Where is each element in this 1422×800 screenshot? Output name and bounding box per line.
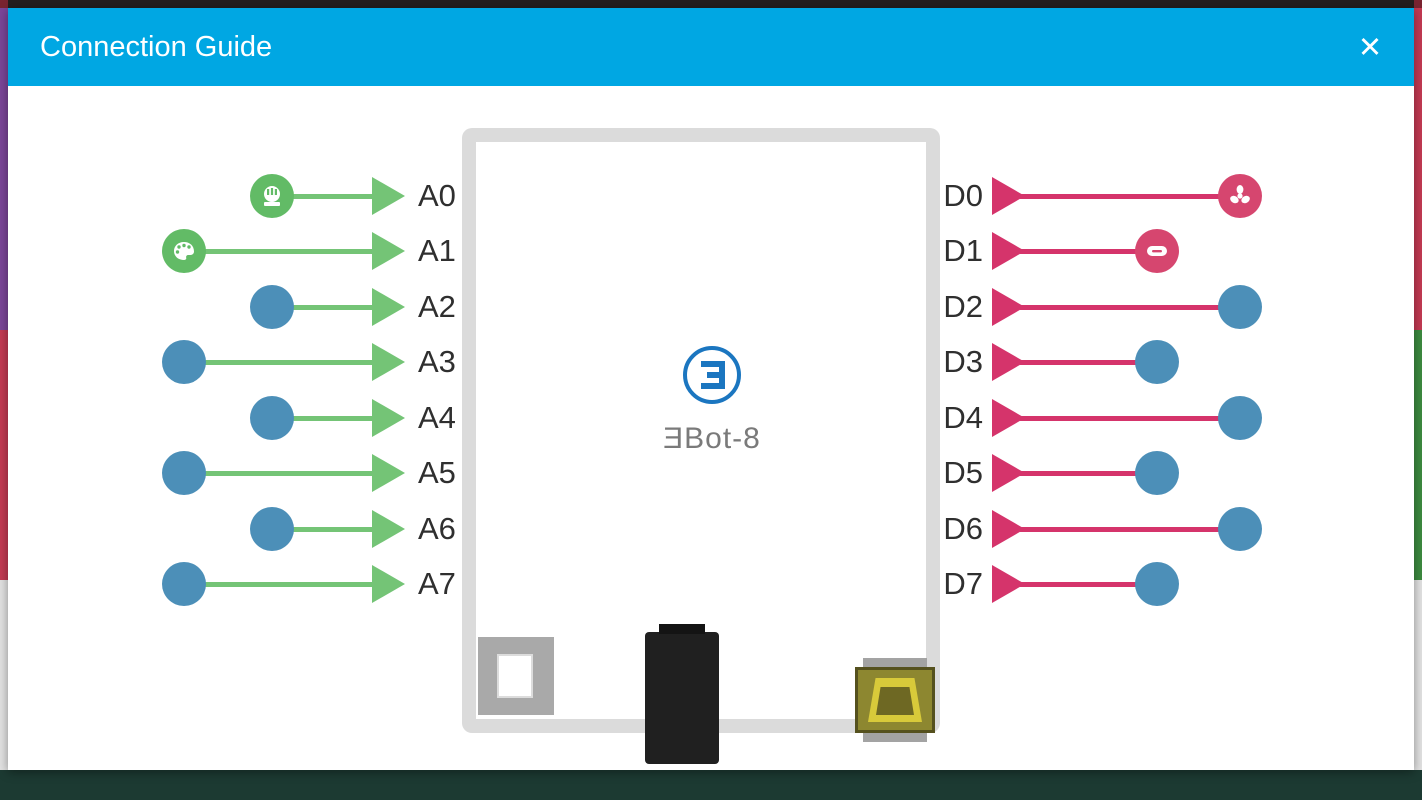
wire xyxy=(272,416,372,421)
power-jack-nub xyxy=(659,624,705,634)
pin-arrow xyxy=(992,399,1025,437)
pin-arrow xyxy=(372,288,405,326)
wire xyxy=(184,471,372,476)
usb-opening-inner xyxy=(876,687,914,715)
board-outline xyxy=(462,128,940,733)
edge-stripe xyxy=(1414,330,1422,580)
usb-flange xyxy=(863,730,927,742)
board-logo xyxy=(681,344,743,406)
pin-arrow xyxy=(372,399,405,437)
pin-label: D1 xyxy=(943,233,983,268)
pin-arrow xyxy=(992,510,1025,548)
pin-label: A1 xyxy=(418,233,456,268)
pin-arrow xyxy=(992,232,1025,270)
wire xyxy=(1020,582,1157,587)
usb-opening xyxy=(868,678,922,722)
wire xyxy=(1020,249,1157,254)
pin-label: A0 xyxy=(418,178,456,213)
edge-stripe xyxy=(1414,8,1422,330)
pin-arrow xyxy=(372,232,405,270)
pin-arrow xyxy=(372,343,405,381)
free-port xyxy=(250,507,294,551)
power-jack-component xyxy=(645,624,719,764)
pin-label: A3 xyxy=(418,344,456,379)
screen-edge-left xyxy=(0,0,8,770)
pin-label: A5 xyxy=(418,455,456,490)
pin-arrow xyxy=(992,454,1025,492)
pin-label: D7 xyxy=(943,566,983,601)
pin-label: D5 xyxy=(943,455,983,490)
dialog-body: ƎBot-8 A0 xyxy=(8,86,1414,770)
free-port xyxy=(1135,451,1179,495)
wire xyxy=(184,582,372,587)
pin-arrow xyxy=(372,510,405,548)
free-port xyxy=(1218,396,1262,440)
free-port xyxy=(162,562,206,606)
edge-stripe xyxy=(0,580,8,770)
pin-label: D4 xyxy=(943,400,983,435)
pin-label: D3 xyxy=(943,344,983,379)
pin-label: A7 xyxy=(418,566,456,601)
dialog-title: Connection Guide xyxy=(40,31,273,63)
pin-arrow xyxy=(372,177,405,215)
wire xyxy=(1020,305,1240,310)
pin-arrow xyxy=(992,565,1025,603)
button-cap xyxy=(497,654,533,698)
free-port xyxy=(1218,285,1262,329)
connected-device xyxy=(1135,229,1179,273)
pin-label: D0 xyxy=(943,178,983,213)
screen-edge-top xyxy=(0,0,1422,8)
wire xyxy=(1020,527,1240,532)
app-workspace-strip xyxy=(0,770,1422,800)
edge-stripe xyxy=(0,330,8,580)
connected-device xyxy=(250,174,294,218)
connected-device xyxy=(1218,174,1262,218)
usb-connector-component xyxy=(855,658,935,742)
usb-body xyxy=(855,667,935,733)
wire xyxy=(184,360,372,365)
free-port xyxy=(250,285,294,329)
ebot-logo-icon xyxy=(683,346,741,404)
free-port xyxy=(250,396,294,440)
pin-label: A6 xyxy=(418,511,456,546)
free-port xyxy=(1218,507,1262,551)
edge-stripe xyxy=(1414,0,1422,8)
close-button[interactable]: ✕ xyxy=(1350,28,1390,68)
led-icon xyxy=(1147,246,1167,256)
wire xyxy=(1020,194,1240,199)
pin-label: D6 xyxy=(943,511,983,546)
connected-device xyxy=(162,229,206,273)
palette-icon xyxy=(174,242,194,260)
pin-arrow xyxy=(372,454,405,492)
potentiometer-icon xyxy=(264,186,280,206)
wire xyxy=(272,527,372,532)
fan-icon xyxy=(1230,185,1250,204)
pin-arrow xyxy=(992,288,1025,326)
wire xyxy=(1020,360,1157,365)
pin-arrow xyxy=(992,177,1025,215)
pin-arrow xyxy=(372,565,405,603)
free-port xyxy=(1135,562,1179,606)
wire xyxy=(272,194,372,199)
pin-label: A2 xyxy=(418,289,456,324)
free-port xyxy=(1135,340,1179,384)
screen-edge-right xyxy=(1414,0,1422,770)
wire xyxy=(184,249,372,254)
pin-label: D2 xyxy=(943,289,983,324)
board-name: ƎBot-8 xyxy=(663,422,761,455)
free-port xyxy=(162,451,206,495)
wire xyxy=(272,305,372,310)
reset-button-component xyxy=(478,637,554,715)
connection-guide-dialog: Connection Guide ✕ ƎBot-8 xyxy=(8,8,1414,770)
edge-stripe xyxy=(0,0,8,8)
free-port xyxy=(162,340,206,384)
edge-stripe xyxy=(1414,580,1422,770)
wire xyxy=(1020,416,1240,421)
edge-stripe xyxy=(0,8,8,330)
pin-label: A4 xyxy=(418,400,456,435)
wire xyxy=(1020,471,1157,476)
pin-arrow xyxy=(992,343,1025,381)
dialog-header: Connection Guide ✕ xyxy=(8,8,1414,86)
